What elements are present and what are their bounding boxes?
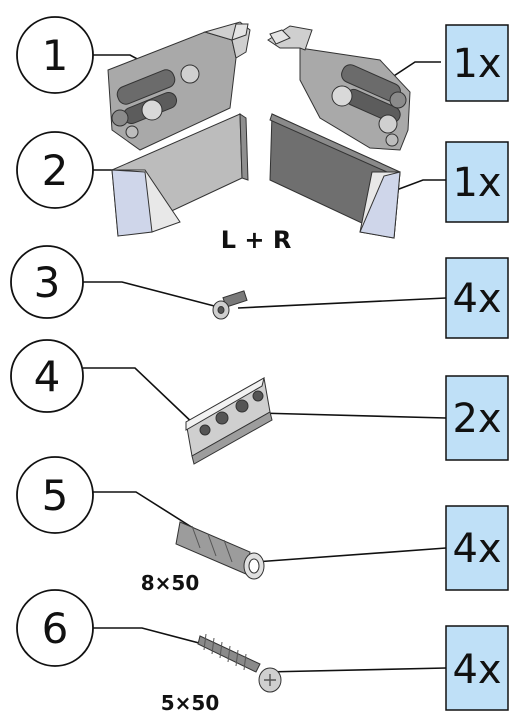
callout-6: 6	[16, 589, 94, 667]
quantity-box-1: 1x	[445, 24, 509, 102]
quantity-box-3: 4x	[445, 257, 509, 339]
hinge-bracket-left-illustration	[107, 21, 251, 151]
quantity-box-5: 4x	[445, 505, 509, 591]
callout-1: 1	[16, 16, 94, 94]
cover-cap-left-illustration	[111, 113, 249, 237]
screw-size-label: 5×50	[161, 691, 220, 715]
left-right-label: L + R	[221, 226, 292, 254]
hinge-bracket-right-illustration	[267, 25, 411, 151]
quantity-label: 2x	[452, 396, 501, 442]
quantity-label: 1x	[452, 41, 501, 87]
callout-number: 1	[42, 31, 69, 80]
screw-illustration	[212, 290, 248, 320]
plug-size-label: 8×50	[141, 571, 200, 595]
callout-5: 5	[16, 456, 94, 534]
leader-lines	[83, 54, 447, 673]
callout-number: 3	[34, 258, 61, 307]
quantity-box-2: 1x	[445, 141, 509, 223]
quantity-box-6: 4x	[445, 625, 509, 711]
callout-number: 6	[42, 604, 69, 653]
quantity-label: 4x	[452, 276, 501, 322]
quantity-label: 4x	[452, 526, 501, 572]
callout-2: 2	[16, 131, 94, 209]
callout-4: 4	[10, 339, 84, 413]
callout-number: 4	[34, 352, 61, 401]
quantity-box-4: 2x	[445, 375, 509, 461]
quantity-label: 1x	[452, 160, 501, 206]
callout-3: 3	[10, 245, 84, 319]
callout-number: 5	[42, 471, 69, 520]
wall-plug-illustration	[175, 521, 265, 580]
cover-cap-right-illustration	[269, 113, 401, 239]
callout-number: 2	[42, 146, 69, 195]
quantity-label: 4x	[452, 647, 501, 693]
wood-screw-illustration	[197, 633, 282, 693]
mounting-rail-illustration	[185, 376, 273, 465]
